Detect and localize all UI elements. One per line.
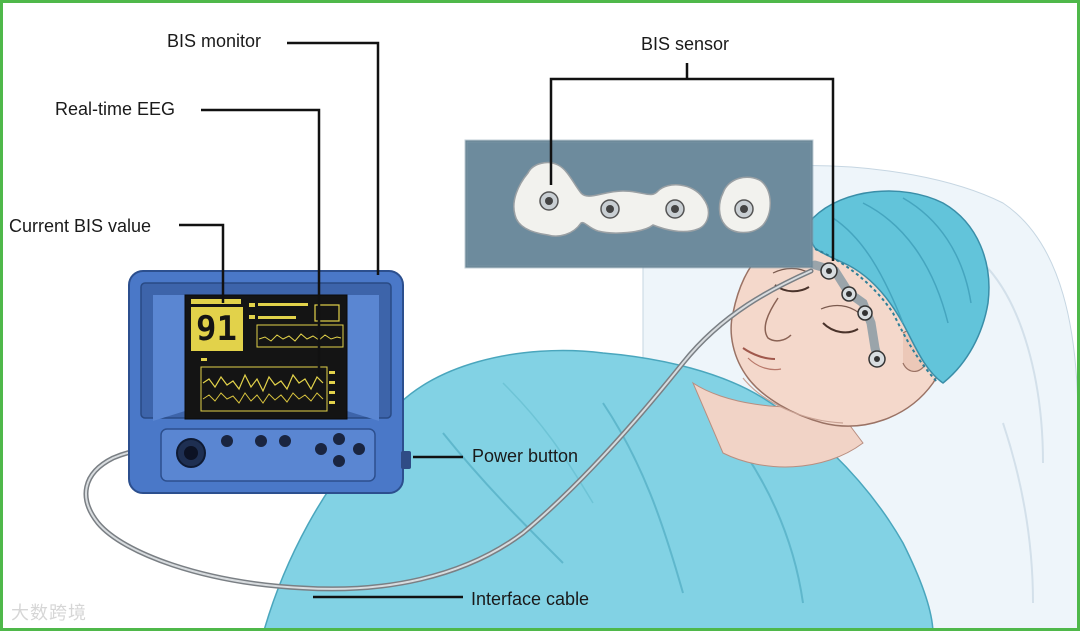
- label-interface-cable: Interface cable: [471, 589, 589, 609]
- label-bis-monitor: BIS monitor: [167, 31, 261, 51]
- sensor-panel: [466, 141, 812, 267]
- label-bis-sensor: BIS sensor: [641, 34, 729, 54]
- current-bis-value-display: 91: [196, 309, 237, 349]
- label-real-time-eeg: Real-time EEG: [55, 99, 175, 119]
- label-current-bis-value: Current BIS value: [9, 216, 151, 236]
- illustration: [3, 3, 1080, 631]
- watermark: 大数跨境: [11, 599, 87, 625]
- leader-bis-monitor: [287, 43, 378, 275]
- bis-monitor-device: [129, 271, 411, 493]
- label-power-button: Power button: [472, 446, 578, 466]
